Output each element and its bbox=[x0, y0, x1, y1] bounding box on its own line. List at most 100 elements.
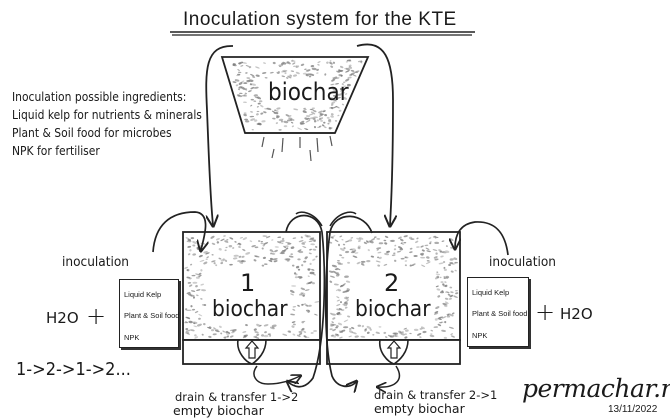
biochar-speckle bbox=[434, 236, 437, 239]
biochar-speckle bbox=[334, 239, 339, 243]
biochar-speckle bbox=[193, 325, 198, 328]
biochar-speckle bbox=[383, 263, 388, 266]
biochar-speckle bbox=[331, 264, 337, 268]
biochar-speckle bbox=[400, 238, 404, 242]
biochar-speckle bbox=[337, 243, 341, 247]
biochar-speckle bbox=[302, 294, 305, 297]
biochar-speckle bbox=[336, 262, 341, 264]
biochar-speckle bbox=[357, 246, 361, 250]
biochar-speckle bbox=[276, 114, 279, 118]
biochar-speckle bbox=[189, 284, 193, 287]
biochar-speckle bbox=[213, 327, 216, 330]
biochar-speckle bbox=[440, 281, 444, 284]
biochar-speckle bbox=[285, 241, 291, 244]
biochar-speckle bbox=[233, 254, 239, 257]
biochar-speckle bbox=[400, 242, 403, 245]
biochar-speckle bbox=[394, 334, 399, 337]
biochar-speckle bbox=[282, 249, 286, 252]
biochar-speckle bbox=[186, 268, 190, 272]
biochar-speckle bbox=[347, 83, 351, 87]
biochar-speckle bbox=[254, 246, 259, 249]
biochar-speckle bbox=[224, 249, 227, 252]
biochar-speckle bbox=[260, 104, 264, 108]
biochar-speckle bbox=[185, 331, 190, 334]
biochar-speckle bbox=[348, 239, 353, 242]
biochar-speckle bbox=[317, 64, 320, 66]
biochar-speckle bbox=[450, 291, 454, 294]
biochar-speckle bbox=[435, 306, 440, 309]
biochar-speckle bbox=[269, 249, 273, 252]
biochar-speckle bbox=[332, 95, 337, 97]
biochar-speckle bbox=[235, 84, 239, 87]
biochar-speckle bbox=[343, 81, 346, 84]
biochar-speckle bbox=[393, 248, 397, 251]
biochar-speckle bbox=[339, 90, 343, 92]
biochar-speckle bbox=[404, 336, 408, 339]
biochar-speckle bbox=[329, 60, 332, 62]
biochar-speckle bbox=[300, 328, 304, 332]
biochar-speckle bbox=[206, 256, 210, 259]
biochar-speckle bbox=[340, 87, 344, 91]
biochar-speckle bbox=[394, 244, 397, 247]
bin-2-label: biochar bbox=[355, 297, 431, 322]
biochar-speckle bbox=[290, 313, 296, 316]
biochar-speckle bbox=[320, 119, 323, 122]
biochar-speckle bbox=[238, 61, 244, 65]
biochar-speckle bbox=[436, 275, 440, 279]
biochar-speckle bbox=[293, 272, 297, 275]
biochar-speckle bbox=[331, 78, 335, 82]
biochar-speckle bbox=[196, 323, 202, 327]
biochar-speckle bbox=[297, 268, 301, 271]
bin-1-label: biochar bbox=[212, 297, 288, 322]
biochar-speckle bbox=[340, 248, 345, 251]
biochar-speckle bbox=[198, 317, 201, 320]
biochar-speckle bbox=[242, 248, 246, 252]
biochar-speckle bbox=[309, 108, 314, 111]
biochar-speckle bbox=[195, 294, 199, 297]
biochar-speckle bbox=[336, 303, 341, 307]
biochar-speckle bbox=[340, 92, 345, 94]
biochar-speckle bbox=[361, 325, 365, 328]
biochar-speckle bbox=[246, 79, 250, 83]
biochar-speckle bbox=[330, 334, 334, 337]
biochar-speckle bbox=[356, 237, 362, 240]
biochar-speckle bbox=[211, 260, 216, 263]
biochar-speckle bbox=[429, 334, 435, 338]
biochar-speckle bbox=[326, 116, 330, 119]
biochar-speckle bbox=[300, 287, 306, 291]
biochar-speckle bbox=[446, 315, 451, 318]
biochar-speckle bbox=[310, 64, 315, 68]
biochar-speckle bbox=[286, 77, 289, 79]
biochar-speckle bbox=[251, 245, 256, 248]
biochar-speckle bbox=[226, 238, 229, 241]
water-label-left: H2O bbox=[46, 309, 79, 327]
biochar-speckle bbox=[341, 85, 347, 88]
biochar-speckle bbox=[254, 331, 259, 334]
biochar-speckle bbox=[375, 331, 380, 334]
biochar-speckle bbox=[450, 314, 454, 317]
biochar-speckle bbox=[446, 313, 450, 316]
biochar-speckle bbox=[200, 269, 203, 272]
biochar-speckle bbox=[417, 333, 422, 336]
biochar-speckle bbox=[422, 330, 427, 334]
biochar-speckle bbox=[314, 301, 320, 303]
biochar-speckle bbox=[416, 246, 420, 248]
biochar-speckle bbox=[216, 241, 220, 244]
biochar-speckle bbox=[263, 324, 269, 327]
biochar-speckle bbox=[271, 253, 276, 255]
biochar-speckle bbox=[192, 241, 197, 244]
biochar-speckle bbox=[273, 260, 278, 263]
biochar-speckle bbox=[319, 117, 321, 120]
biochar-speckle bbox=[316, 119, 319, 122]
biochar-speckle bbox=[278, 118, 284, 122]
biochar-speckle bbox=[294, 273, 298, 276]
biochar-speckle bbox=[437, 317, 442, 320]
biochar-speckle bbox=[253, 100, 257, 102]
biochar-speckle bbox=[342, 243, 346, 246]
biochar-speckle bbox=[229, 237, 234, 240]
biochar-speckle bbox=[360, 61, 363, 64]
biochar-speckle bbox=[236, 94, 241, 97]
biochar-speckle bbox=[372, 333, 375, 336]
biochar-speckle bbox=[433, 326, 439, 329]
biochar-speckle bbox=[338, 308, 343, 311]
